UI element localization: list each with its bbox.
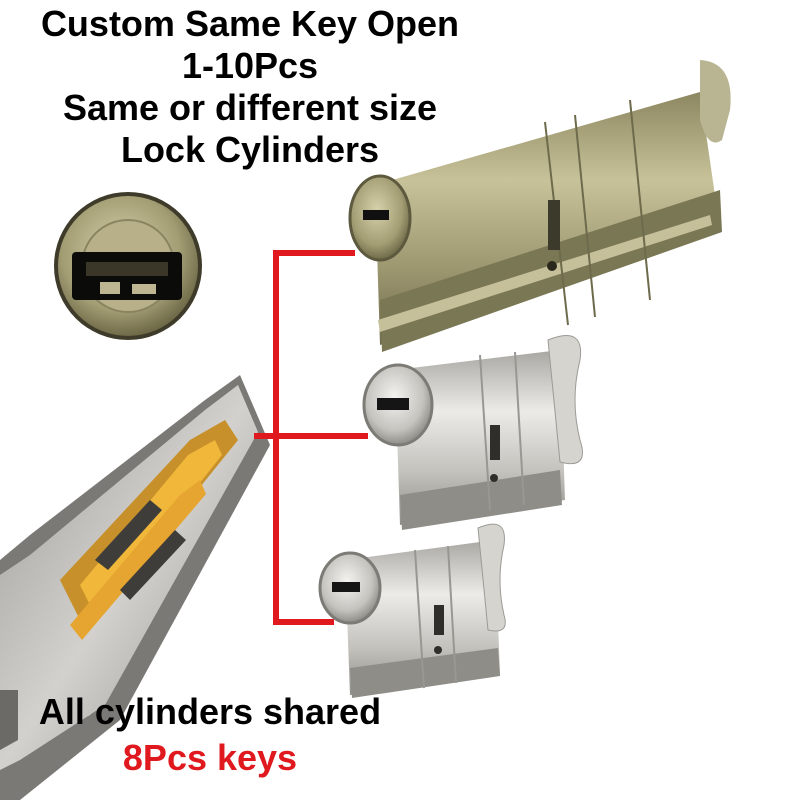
keyway-closeup-icon xyxy=(54,192,202,340)
nickel-cylinder-icon xyxy=(362,335,583,530)
headline-line-4: Lock Cylinders xyxy=(120,129,380,170)
footer-shared-text: All cylinders shared xyxy=(38,691,382,732)
short-nickel-cylinder-icon xyxy=(318,523,506,698)
headline-line-1: Custom Same Key Open xyxy=(40,3,460,44)
long-brass-cylinder-icon xyxy=(348,60,731,352)
dimple-key-icon xyxy=(0,375,270,800)
headline-line-3: Same or different size xyxy=(62,87,438,128)
headline-line-2: 1-10Pcs xyxy=(181,45,319,86)
footer-key-count: 8Pcs keys xyxy=(122,737,298,778)
connector-lines xyxy=(254,250,368,625)
